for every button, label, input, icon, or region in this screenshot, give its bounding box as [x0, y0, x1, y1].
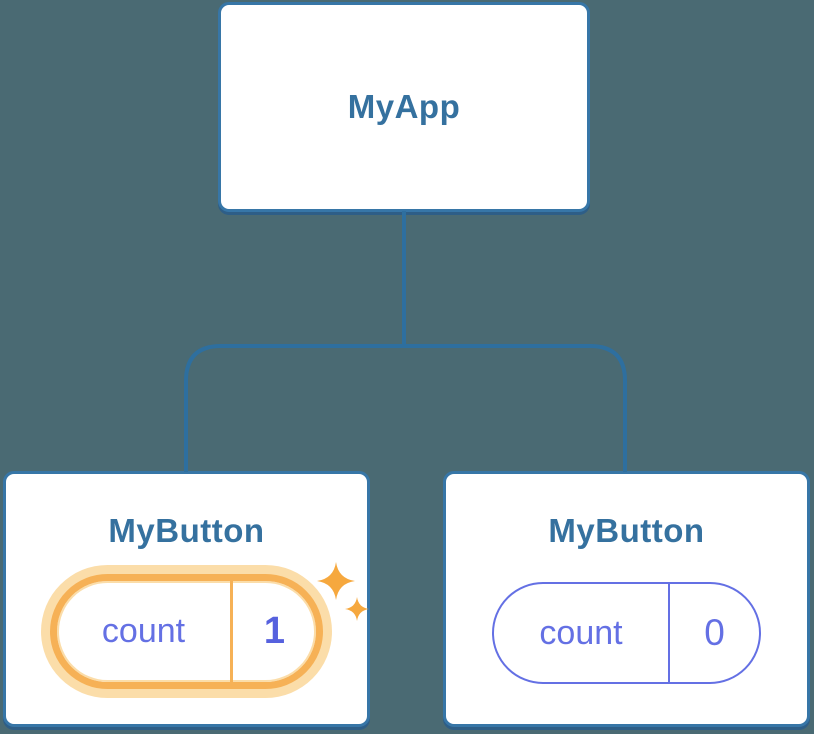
state-value-label: 0 [704, 612, 725, 653]
state-value-label: 1 [263, 610, 286, 652]
state-value-cell: 1 [230, 581, 316, 682]
connector-branch [184, 344, 627, 472]
state-key-cell: count [57, 581, 230, 682]
state-pill: count 0 [492, 582, 761, 684]
state-pill-highlighted: count 1 [50, 574, 323, 689]
component-node-mybutton-2: MyButton count 0 [443, 471, 810, 727]
state-key-label: count [101, 612, 186, 650]
state-value-cell: 0 [668, 584, 759, 682]
state-key-label: count [539, 613, 623, 652]
component-node-mybutton-1: MyButton count 1 [3, 471, 370, 727]
component-node-myapp: MyApp [218, 2, 590, 212]
component-label: MyButton [548, 512, 705, 549]
component-label: MyApp [347, 88, 461, 125]
state-key-cell: count [494, 584, 668, 682]
component-label: MyButton [108, 512, 265, 549]
